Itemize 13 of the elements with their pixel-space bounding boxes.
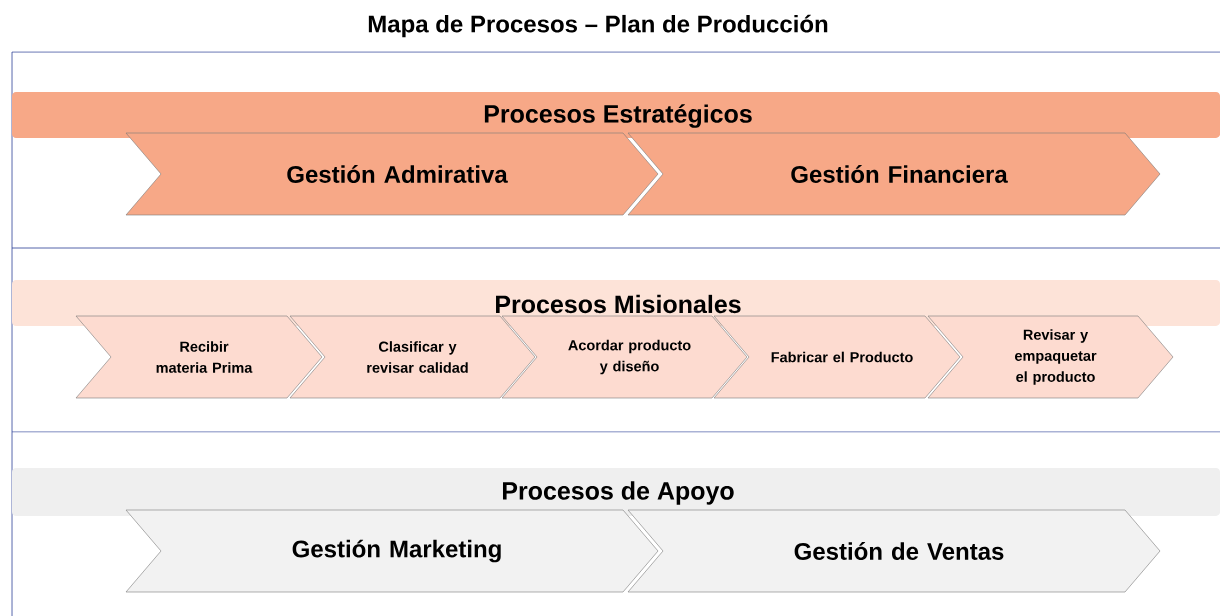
chevron-box: Gestión Financiera [627, 132, 1161, 216]
chevron-box: Fabricar el Producto [713, 315, 961, 399]
section-band: Procesos de Apoyo [12, 468, 1220, 516]
chevron-box: Gestión Marketing [125, 509, 659, 593]
node-label: Procesos de Apoyo [502, 481, 734, 505]
chevron-box: Revisar y empaquetar el producto [927, 315, 1174, 399]
chevron-box: Acordar producto y diseño [501, 315, 748, 399]
chevron-box: Gestión Admirativa [125, 132, 659, 216]
chevron-box: Recibir materia Prima [75, 315, 323, 399]
node-label: Procesos Estratégicos [484, 104, 752, 128]
chevron-box: Clasificar y revisar calidad [289, 315, 536, 399]
chevron-box: Gestión de Ventas [627, 509, 1161, 593]
title: Mapa de Procesos – Plan de Producción [368, 14, 828, 38]
